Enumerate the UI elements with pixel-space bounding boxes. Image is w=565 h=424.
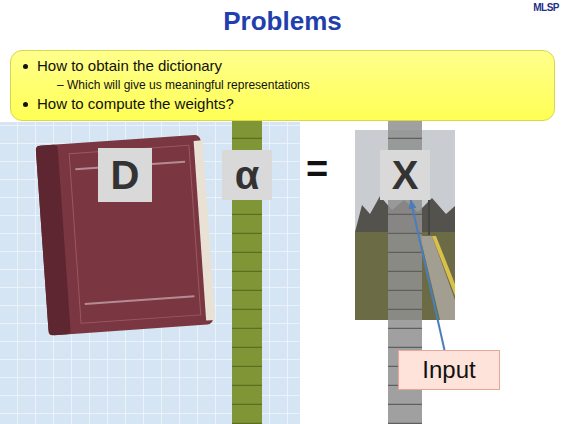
slide-title: Problems	[0, 6, 565, 37]
bullet-box: How to obtain the dictionary – Which will…	[10, 50, 555, 121]
matrix-label: D	[98, 148, 152, 202]
node-text: How to compute the weights?	[21, 95, 544, 114]
logo-text: MLSP	[533, 2, 559, 13]
vector-label: X	[380, 150, 430, 200]
node-text: How to obtain the dictionary	[21, 57, 544, 76]
node-text: – Which will give us meaningful represen…	[21, 78, 544, 93]
equals-sign: =	[306, 148, 328, 191]
node-text: X	[392, 150, 419, 200]
node-text: Input	[422, 355, 475, 385]
vector-label: α	[222, 150, 272, 200]
book-picture	[36, 134, 216, 335]
input-label: Input	[398, 350, 500, 390]
bullet-dot	[23, 64, 28, 69]
pointer-arrow	[411, 200, 445, 350]
node-text: D	[111, 150, 140, 200]
node-text: α	[235, 150, 260, 200]
weight-vector	[232, 120, 262, 424]
bullet-dot	[23, 102, 28, 107]
